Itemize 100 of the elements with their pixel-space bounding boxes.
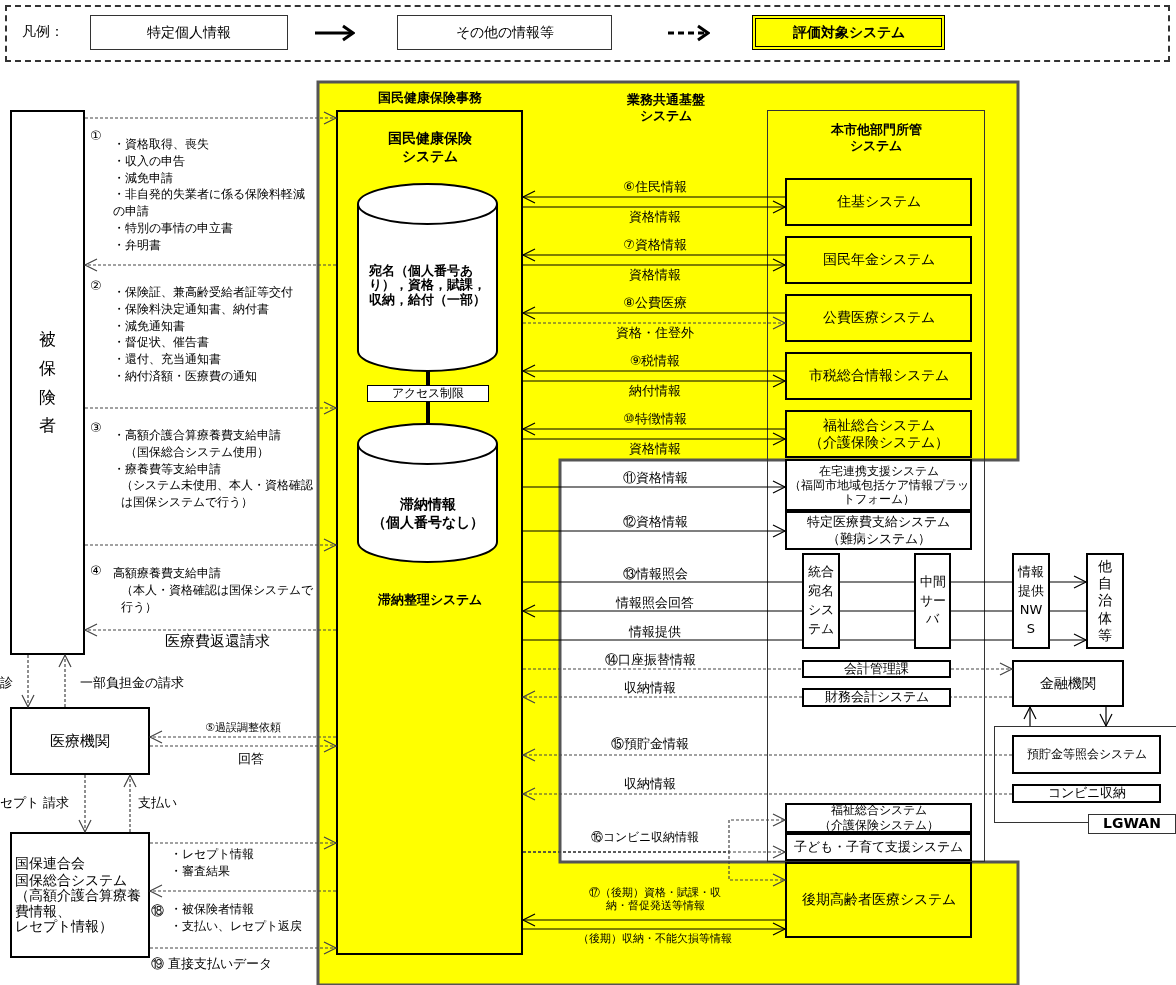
edge-label: 一部負担金の請求 bbox=[80, 675, 185, 691]
department-frame bbox=[767, 110, 985, 862]
box-label: （福岡市地域包括ケア情報プラットフォーム） bbox=[787, 479, 970, 506]
system-box bbox=[785, 294, 972, 342]
box-label: 特定医療費支給システム（難病システム） bbox=[806, 514, 951, 547]
dashed-arrow bbox=[149, 739, 337, 753]
edge-label: 支払い bbox=[138, 795, 178, 811]
connector-line bbox=[1049, 610, 1087, 612]
heading: 国民健康保険システム bbox=[387, 130, 473, 165]
box-label: 公費医療システム bbox=[822, 309, 935, 327]
edge-label: 資格情報 bbox=[628, 441, 682, 457]
edge-label: ⑦資格情報 bbox=[622, 237, 688, 253]
list-item: ・審査結果 bbox=[170, 862, 231, 880]
arrow bbox=[1049, 575, 1087, 589]
dashed-arrow bbox=[78, 774, 92, 833]
box-label: 預貯金等照会システム bbox=[1026, 747, 1147, 762]
network-frame bbox=[994, 726, 1176, 832]
network-label: LGWAN bbox=[1088, 814, 1176, 834]
list-item: ・減免通知書 bbox=[113, 317, 186, 335]
department-box bbox=[802, 660, 951, 678]
edge-label: ⑥住民情報 bbox=[622, 179, 688, 195]
institution-box bbox=[10, 832, 150, 958]
edge-label: ⑭口座振替情報 bbox=[603, 652, 697, 668]
arrow bbox=[1099, 706, 1113, 727]
system-box bbox=[1012, 735, 1161, 774]
dashed-arrow bbox=[149, 836, 337, 850]
box-label: 国民年金システム bbox=[822, 251, 935, 269]
edge-label: セプト 請求 bbox=[0, 795, 71, 811]
system-box bbox=[336, 90, 523, 955]
dashed-arrow bbox=[149, 730, 337, 744]
arrow bbox=[522, 374, 786, 388]
box-label: 市税総合情報システム bbox=[808, 367, 949, 385]
list-item: ・保険料決定通知書、納付書 bbox=[113, 300, 270, 318]
edge-label: 資格・住登外 bbox=[615, 325, 695, 341]
list-item: （本人・資格確認は国保システムで行う） bbox=[120, 581, 314, 616]
dashed-arrow bbox=[522, 748, 1013, 762]
system-box bbox=[802, 553, 840, 649]
list-item: ・保険証、兼高齢受給者証等交付 bbox=[113, 284, 294, 301]
heading: 滞納整理システム bbox=[376, 592, 483, 609]
dashed-arrow bbox=[522, 690, 803, 704]
box-label: 国保連合会 bbox=[15, 855, 85, 873]
connector-line bbox=[839, 581, 915, 583]
edge-label: 診 bbox=[0, 675, 14, 691]
connector-line bbox=[426, 371, 430, 385]
heading: 業務共通基盤システム bbox=[626, 92, 706, 125]
arrow bbox=[1049, 633, 1087, 647]
edge-label: ⑧公費医療 bbox=[622, 295, 688, 311]
label-box bbox=[367, 385, 489, 402]
connector-line bbox=[839, 639, 915, 641]
system-box bbox=[785, 352, 972, 400]
legend-box: 特定個人情報 bbox=[90, 15, 288, 50]
connector-line bbox=[522, 581, 803, 583]
dashed-arrow bbox=[58, 654, 72, 708]
list-item: ・収入の申告 bbox=[113, 152, 186, 170]
edge-label: ⑩特徴情報 bbox=[622, 411, 688, 427]
box-label: 会計管理課 bbox=[844, 660, 909, 678]
list-item: ・納付済額・医療費の通知 bbox=[113, 368, 258, 385]
edge-label: ② bbox=[90, 278, 103, 294]
edge-label: 納付情報 bbox=[628, 383, 682, 399]
box-label: 在宅連携支援システム bbox=[818, 464, 939, 479]
legend-title: 凡例： bbox=[22, 22, 65, 41]
box-label: 国保総合システム（高額介護合算療養費情報、レセプト情報） bbox=[15, 872, 142, 935]
connector-line bbox=[426, 402, 430, 424]
box-label: 中間サーバ bbox=[918, 572, 947, 629]
system-box bbox=[785, 833, 972, 861]
edge-label: 情報照会回答 bbox=[615, 595, 695, 611]
connector-line bbox=[950, 696, 1013, 698]
list-item: （システム未使用、本人・資格確認は国保システムで行う） bbox=[120, 477, 314, 511]
heading: 本市他部門所管システム bbox=[829, 122, 923, 155]
box-label: 福祉総合システム（介護保険システム） bbox=[807, 416, 950, 452]
connector-line bbox=[950, 639, 1013, 641]
legend-swatch: 評価対象システム bbox=[752, 15, 945, 50]
edge-label: ⑲ 直接支払いデータ bbox=[151, 956, 274, 972]
box-label: 財務会計システム bbox=[824, 689, 929, 706]
legend-box: その他の情報等 bbox=[397, 15, 612, 50]
arrow bbox=[522, 922, 786, 936]
dashed-arrow bbox=[149, 941, 337, 955]
organization-box bbox=[1012, 660, 1124, 707]
edge-label: ⑱ bbox=[151, 903, 165, 919]
edge-label: 回答 bbox=[238, 751, 265, 767]
arrow bbox=[522, 422, 786, 436]
box-label: 情報提供NWS bbox=[1017, 563, 1045, 638]
arrow bbox=[522, 524, 786, 538]
edge-label: ④ bbox=[90, 563, 103, 579]
heading: 国民健康保険事務 bbox=[376, 90, 483, 107]
dashed-arrow bbox=[84, 538, 337, 552]
system-box bbox=[785, 178, 972, 226]
edge-label: ⑨税情報 bbox=[628, 353, 682, 369]
edge-label: ⑫資格情報 bbox=[621, 514, 689, 530]
edge-label: ⑮預貯金情報 bbox=[610, 736, 690, 752]
box-label: 金融機関 bbox=[1040, 674, 1096, 693]
box-label: 福祉総合システム（介護保険システム） bbox=[817, 803, 940, 833]
dashed-arrow bbox=[84, 258, 337, 272]
list-item: ・被保険者情報 bbox=[170, 901, 255, 918]
box-label: 住基システム bbox=[836, 193, 921, 211]
edge-label: （後期）収納・不能欠損等情報 bbox=[577, 932, 733, 946]
list-item: ・レセプト情報 bbox=[170, 846, 255, 863]
edge-label: ⑬情報照会 bbox=[621, 566, 689, 582]
connector-line bbox=[522, 639, 803, 641]
dashed-arrow bbox=[522, 316, 786, 330]
